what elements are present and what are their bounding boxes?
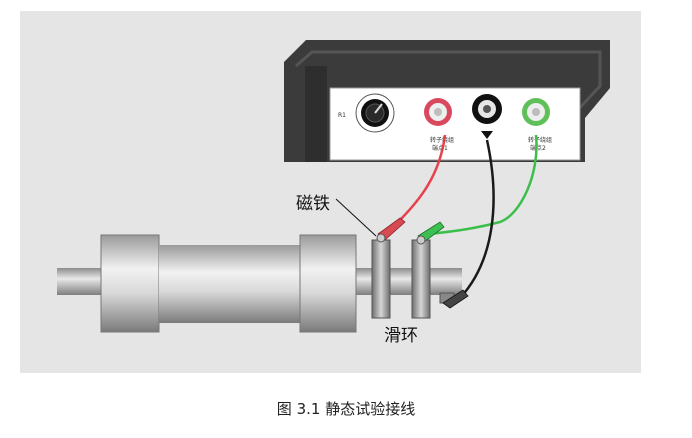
terminal-red-label: 转子绕组 [430, 136, 454, 144]
dial-knob-icon [355, 93, 395, 133]
green-wire [429, 134, 538, 236]
alligator-clip-icon [376, 217, 406, 243]
red-terminal-icon [424, 98, 452, 126]
instrument: R1 转子绕组 端点1 转子绕组 端点2 [284, 40, 610, 162]
svg-text:端点1: 端点1 [432, 144, 448, 152]
black-wire [459, 139, 495, 299]
slip-ring-label: 滑环 [384, 326, 418, 346]
figure-caption: 图 3.1 静态试验接线 [276, 400, 416, 418]
black-ground-terminal-icon [472, 94, 502, 139]
alligator-clip-icon [442, 289, 469, 309]
slip-ring-1 [371, 239, 391, 319]
magnet-label: 磁铁 [296, 194, 330, 214]
rotor-block-left [100, 234, 160, 333]
terminal-green-label: 转子绕组 [528, 136, 552, 144]
rotor-block-right [299, 234, 357, 333]
svg-text:端点2: 端点2 [530, 144, 546, 152]
red-wire [397, 134, 447, 223]
green-terminal-icon [522, 98, 550, 126]
alligator-clip-icon [416, 221, 445, 245]
slip-ring-2 [411, 239, 431, 319]
rotor-assembly [57, 234, 462, 333]
rotor-body [159, 245, 302, 323]
magnet-pointer-line [335, 198, 377, 237]
r1-label: R1 [338, 112, 346, 119]
